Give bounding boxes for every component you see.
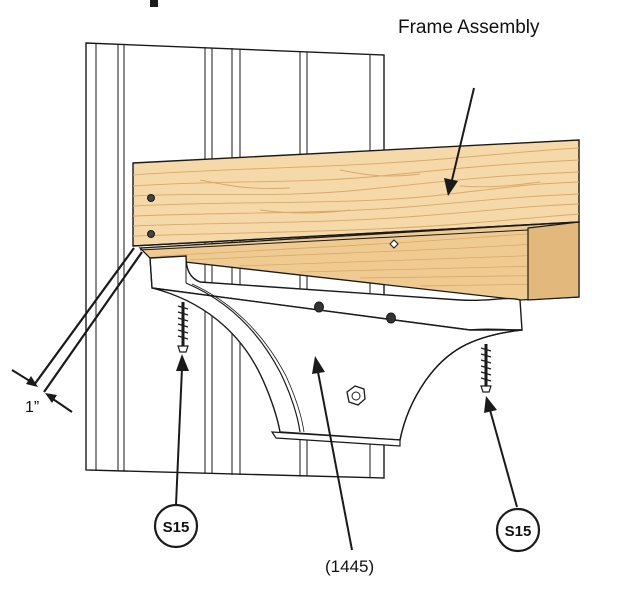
cropped-figure-edge xyxy=(150,0,158,7)
hex-bolt-icon xyxy=(346,385,366,406)
bracket-right-curve xyxy=(399,329,523,441)
frame-assembly-label: Frame Assembly xyxy=(398,17,540,38)
frame-assembly-beam xyxy=(132,139,580,301)
dimension-indicator xyxy=(11,247,143,413)
dimension-label: 1” xyxy=(25,399,39,416)
bracket-1445 xyxy=(149,255,523,447)
bracket-foot xyxy=(270,431,401,447)
screw-badge-left-label: S15 xyxy=(163,519,190,536)
bracket-hole-right xyxy=(386,312,396,324)
wood-screw-icon xyxy=(177,302,189,353)
beam-pilot-hole xyxy=(389,239,399,249)
screw-badge-right-label: S15 xyxy=(505,523,532,540)
frame-assembly-leader xyxy=(444,87,475,196)
beam-front-grain xyxy=(133,147,579,237)
screw-badge-right: S15 xyxy=(495,507,541,553)
screw-left-leader xyxy=(175,354,189,506)
wood-screw-icon xyxy=(480,344,492,393)
bracket-curve-edge xyxy=(185,282,301,433)
beam-screw-head-bottom xyxy=(147,230,155,238)
screw-badge-left: S15 xyxy=(153,503,199,549)
screw-right-leader xyxy=(484,396,518,508)
part-1445-leader xyxy=(312,356,353,551)
beam-end-face xyxy=(527,221,580,301)
bracket-hole-left xyxy=(314,301,324,313)
bracket-curve-edge-inner xyxy=(191,283,305,433)
bracket-top-plate xyxy=(149,255,523,331)
part-number-label: (1445) xyxy=(325,557,374,576)
beam-screw-head-top xyxy=(147,194,155,202)
